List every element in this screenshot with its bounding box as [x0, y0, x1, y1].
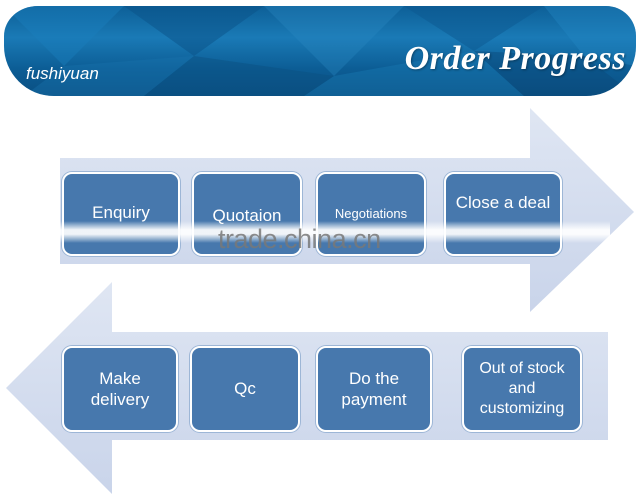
- left-arrow: [6, 282, 608, 494]
- banner-texture: [4, 6, 636, 96]
- step-out-of-stock: Out of stock and customizing: [462, 346, 582, 432]
- step-label: Make delivery: [90, 368, 150, 409]
- step-label: Quotaion: [212, 206, 282, 225]
- watermark-band: [50, 221, 610, 243]
- step-make-delivery: Make delivery: [62, 346, 178, 432]
- step-enquiry: Enquiry: [62, 172, 180, 256]
- step-qc: Qc: [190, 346, 300, 432]
- step-label: Negotiations: [334, 206, 408, 221]
- step-do-the-payment: Do the payment: [316, 346, 432, 432]
- step-close-a-deal: Close a deal: [444, 172, 562, 256]
- step-label: Out of stock and customizing: [479, 360, 565, 417]
- step-label: Close a deal: [455, 193, 551, 212]
- header-banner: fushiyuan Order Progress: [4, 6, 636, 96]
- page-title: Order Progress: [404, 40, 626, 77]
- step-label: Enquiry: [92, 203, 150, 222]
- step-label: Qc: [234, 379, 256, 399]
- brand-name: fushiyuan: [26, 64, 99, 83]
- step-label: Do the payment: [341, 368, 407, 409]
- watermark: trade.china.cn: [218, 224, 381, 254]
